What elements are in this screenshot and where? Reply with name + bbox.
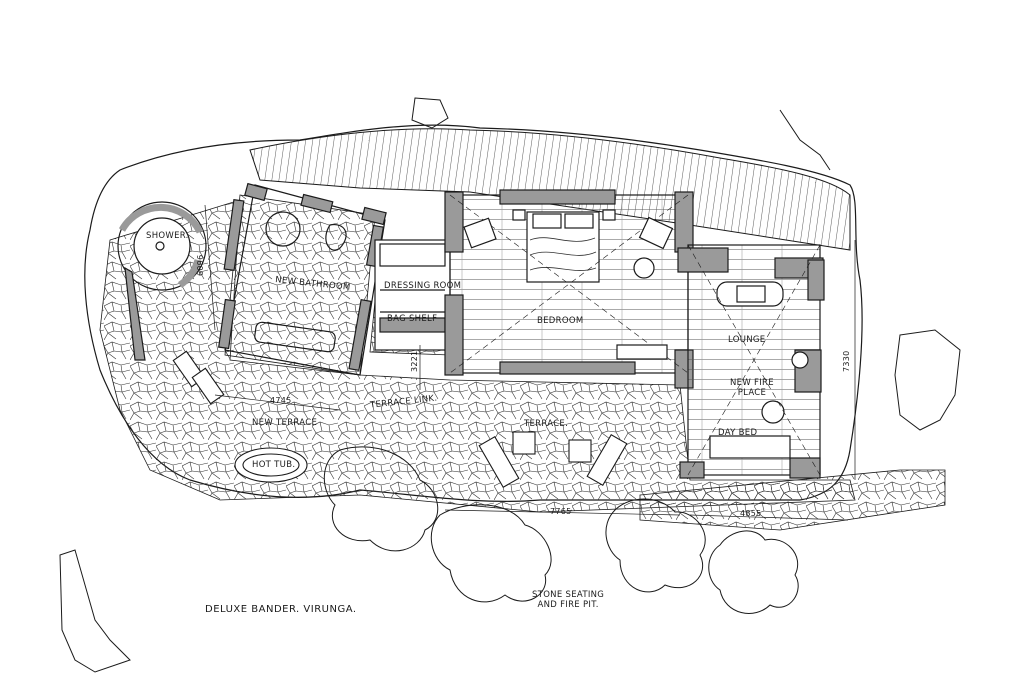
day-bed-label: DAY BED — [718, 428, 758, 438]
stone-seating-label: STONE SEATING AND FIRE PIT. — [532, 590, 604, 610]
dimension-4745: 4745 — [270, 396, 292, 405]
dimension-6096: 6096 — [196, 254, 205, 276]
bathroom-pavilion — [218, 182, 387, 376]
shower-enclosure — [117, 201, 207, 361]
terrace-label: TERRACE. — [524, 419, 569, 429]
dimension-7765: 7765 — [550, 507, 572, 516]
hatched-bank — [249, 128, 851, 251]
hot-tub-label: HOT TUB. — [252, 460, 296, 470]
stone-seating-line1: STONE SEATING — [532, 590, 605, 600]
terrace-furniture — [172, 350, 628, 489]
lounge-block — [677, 244, 825, 479]
site-outline — [84, 124, 863, 502]
dimension-7330: 7330 — [842, 350, 851, 372]
bag-shelf-label: BAG SHELF — [387, 314, 438, 324]
dimension-3221: 3221 — [410, 350, 419, 372]
dressing-room-label: DRESSING ROOM — [384, 281, 462, 291]
lounge-label: LOUNGE — [728, 335, 766, 345]
bedroom-block — [444, 189, 694, 389]
foliage — [59, 97, 961, 673]
new-terrace-label: NEW TERRACE — [252, 418, 318, 428]
dimension-lines — [204, 204, 856, 521]
dressing-room — [374, 239, 451, 351]
stone-seating-line2: AND FIRE PIT. — [537, 600, 599, 610]
bedroom-label: BEDROOM — [537, 316, 584, 326]
drawing-title: DELUXE BANDER. VIRUNGA. — [205, 604, 357, 615]
fireplace-label: NEW FIRE PLACE — [730, 378, 774, 398]
dimension-4855: 4855 — [740, 509, 762, 518]
shower-label: SHOWER. — [146, 231, 189, 241]
fireplace-label-line2: PLACE — [737, 388, 767, 398]
fireplace-label-line1: NEW FIRE — [730, 378, 774, 388]
